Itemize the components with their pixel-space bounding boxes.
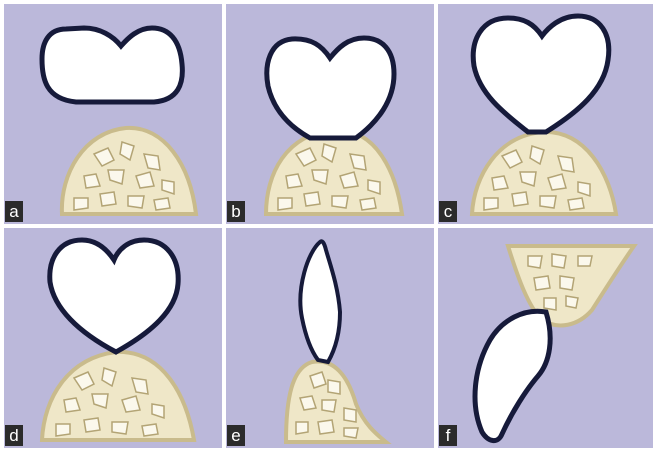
panel-d-drawing	[4, 228, 222, 448]
panel-b: b	[226, 4, 434, 224]
panel-label: e	[227, 425, 245, 446]
panel-label: a	[5, 201, 23, 222]
panel-label: d	[5, 425, 23, 446]
panel-e: e	[226, 228, 434, 448]
panel-f-drawing	[438, 228, 653, 448]
tooth-shape	[42, 28, 182, 102]
panel-label: c	[439, 201, 457, 222]
panel-a-drawing	[4, 4, 222, 224]
panel-d: d	[4, 228, 222, 448]
panel-c-drawing	[438, 4, 653, 224]
panel-label: b	[227, 201, 245, 222]
panel-e-drawing	[226, 228, 434, 448]
panel-label: f	[439, 425, 457, 446]
panel-c: c	[438, 4, 653, 224]
panel-b-drawing	[226, 4, 434, 224]
panel-a: a	[4, 4, 222, 224]
panel-f: f	[438, 228, 653, 448]
